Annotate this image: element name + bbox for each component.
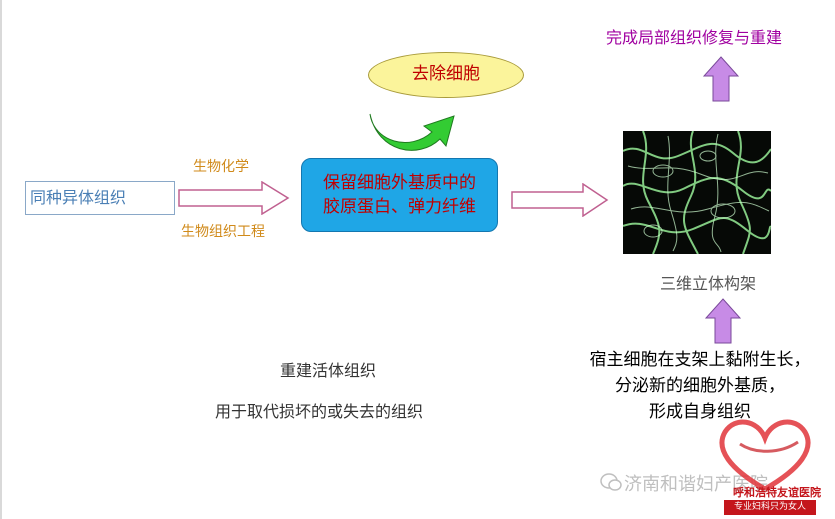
method-biochemistry-label: 生物化学 [193, 159, 249, 175]
goal-up-arrow-icon [703, 56, 739, 102]
host-cells-description: 宿主细胞在支架上黏附生长， 分泌新的细胞外基质， 形成自身组织 [555, 347, 835, 425]
repair-goal-label: 完成局部组织修复与重建 [606, 28, 783, 47]
retained-matrix-line2: 胶原蛋白、弹力纤维 [323, 197, 476, 217]
host-line1: 宿主细胞在支架上黏附生长， [589, 350, 811, 370]
process-arrow-2 [511, 183, 609, 217]
remove-cells-label: 去除细胞 [412, 64, 480, 84]
left-divider [0, 0, 2, 519]
watermark-text: 济南和谐妇产医院 [624, 474, 768, 495]
wechat-icon [600, 473, 622, 491]
method-tissue-engineering-label: 生物组织工程 [181, 224, 265, 240]
remove-cells-oval: 去除细胞 [368, 52, 524, 98]
hospital-slogan: 专业妇科只为女人 [733, 502, 806, 512]
retained-matrix-line1: 保留细胞外基质中的 [323, 173, 476, 193]
curved-up-arrow-icon [369, 113, 455, 151]
source-tissue-box: 同种异体组织 [25, 181, 175, 215]
retained-matrix-box: 保留细胞外基质中的 胶原蛋白、弹力纤维 [301, 158, 498, 232]
scaffold-caption: 三维立体构架 [660, 274, 757, 293]
process-arrow-1 [178, 181, 290, 215]
scaffold-micrograph-image [623, 131, 771, 254]
rebuild-title: 重建活体组织 [280, 361, 377, 380]
host-up-arrow-icon [705, 298, 741, 344]
host-line2: 分泌新的细胞外基质， [615, 376, 785, 396]
hospital-name: 呼和浩特友谊医院 [733, 486, 821, 499]
rebuild-description: 用于取代损坏的或失去的组织 [215, 402, 424, 421]
hospital-slogan-band: 专业妇科只为女人 [724, 500, 816, 515]
source-tissue-label: 同种异体组织 [30, 188, 127, 207]
ribbon-heart-logo-icon [719, 419, 811, 492]
host-line3: 形成自身组织 [649, 402, 751, 422]
